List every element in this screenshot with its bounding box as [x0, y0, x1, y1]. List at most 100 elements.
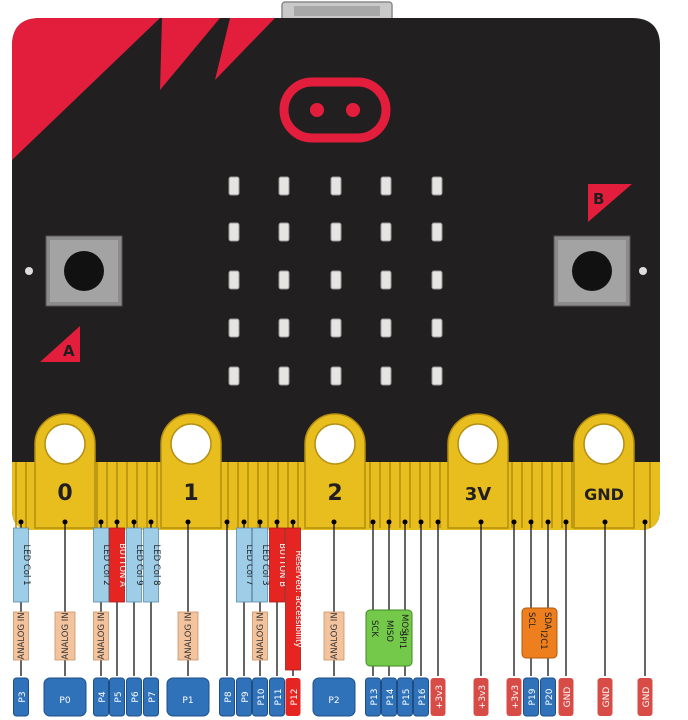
spi-line-label: MISO	[384, 620, 394, 642]
function-label: LED Col 7	[244, 545, 254, 586]
pin-box	[523, 677, 539, 717]
pin-label: P5	[114, 691, 124, 702]
pin-box	[540, 677, 556, 717]
led	[330, 222, 342, 242]
analog-label: ANALOG IN	[330, 612, 340, 659]
pin-p5[interactable]: P5 BUTTON A	[109, 519, 128, 717]
pin-gnd[interactable]: GND	[637, 519, 653, 717]
function-label: BUTTON A	[117, 543, 127, 587]
pin-3v3[interactable]: +3v3	[473, 519, 489, 717]
pin-box	[43, 677, 87, 717]
led	[278, 222, 290, 242]
pin-3v3[interactable]: +3v3	[506, 519, 522, 717]
analog-tag	[93, 611, 109, 661]
function-tag	[252, 527, 268, 603]
pin-label: P12	[290, 689, 300, 706]
pin-label: +3v3	[511, 685, 521, 709]
analog-label: ANALOG IN	[97, 612, 107, 659]
pad-1[interactable]: 1	[160, 413, 222, 529]
pin-label: P13	[370, 689, 380, 706]
pin-box	[219, 677, 235, 717]
pin-box	[637, 678, 653, 716]
i2c-title: I2C1	[538, 630, 548, 649]
led	[431, 270, 443, 290]
pad-label: 1	[183, 481, 198, 506]
led	[228, 270, 240, 290]
pin-p8[interactable]: P8	[219, 519, 235, 717]
pin-box	[126, 677, 142, 717]
led	[330, 318, 342, 338]
function-label: LED Col 8	[151, 545, 161, 586]
edge-pads: 0 1 2 3V GND	[34, 413, 635, 529]
button-a[interactable]	[45, 235, 123, 307]
pin-gnd[interactable]: GND	[558, 519, 574, 717]
analog-label: ANALOG IN	[256, 612, 266, 659]
pin-p10[interactable]: P10 ANALOG IN LED Col 3	[252, 519, 271, 717]
pin-p6[interactable]: P6 LED Col 9	[126, 519, 145, 717]
spi-line-label: MOSI	[399, 614, 409, 636]
pin-box	[109, 677, 125, 717]
pin-label: P7	[148, 691, 158, 702]
button-b[interactable]	[553, 235, 631, 307]
i2c-line-label: SDA	[542, 612, 552, 630]
pin-box	[143, 677, 159, 717]
led	[278, 318, 290, 338]
pin-label: P15	[402, 689, 412, 706]
led	[278, 366, 290, 386]
pin-box	[506, 678, 522, 716]
function-tag	[13, 527, 29, 603]
analog-tag	[54, 611, 76, 661]
led	[330, 176, 342, 196]
spi-line-label: SCK	[369, 620, 379, 637]
pad-label: GND	[584, 485, 624, 504]
led	[380, 366, 392, 386]
function-label: LED Col 9	[134, 545, 144, 586]
pad-2[interactable]: 2	[304, 413, 366, 529]
pin-label: P16	[418, 688, 428, 705]
pin-p9[interactable]: P9 LED Col 7	[236, 519, 255, 717]
button-b-label: B	[593, 190, 604, 208]
pin-label: P9	[241, 691, 251, 702]
led	[330, 366, 342, 386]
function-tag	[93, 527, 109, 603]
pin-p13[interactable]: P13	[365, 519, 381, 717]
led	[431, 176, 443, 196]
pad-0[interactable]: 0	[34, 413, 96, 529]
pin-3v3[interactable]: +3v3	[430, 519, 446, 717]
led	[380, 270, 392, 290]
pin-p7[interactable]: P7 LED Col 8	[143, 519, 162, 717]
pin-p16[interactable]: P16	[413, 519, 429, 717]
pad-3v[interactable]: 3V	[447, 413, 509, 529]
button-a-label: A	[63, 342, 75, 360]
pin-label: P6	[131, 691, 141, 702]
function-label: LED Col 3	[260, 545, 270, 586]
analog-tag	[177, 611, 199, 661]
analog-tag	[13, 611, 29, 661]
pad-gnd[interactable]: GND	[573, 413, 635, 529]
pad-label: 0	[57, 481, 72, 506]
i2c-line-label: SCL	[526, 612, 536, 628]
pin-label: P1	[182, 696, 193, 706]
function-tag	[269, 527, 285, 603]
mounting-hole-right	[639, 267, 647, 275]
led	[228, 318, 240, 338]
corner-decoration	[12, 18, 275, 160]
pin-label: P14	[386, 688, 396, 705]
pin-label: P4	[98, 691, 108, 702]
pin-label: P10	[257, 688, 267, 705]
pin-box	[473, 678, 489, 716]
pin-gnd[interactable]: GND	[597, 519, 613, 717]
pin-label: P20	[545, 688, 555, 705]
usb-connector	[281, 1, 393, 23]
pin-label: P11	[274, 689, 284, 706]
